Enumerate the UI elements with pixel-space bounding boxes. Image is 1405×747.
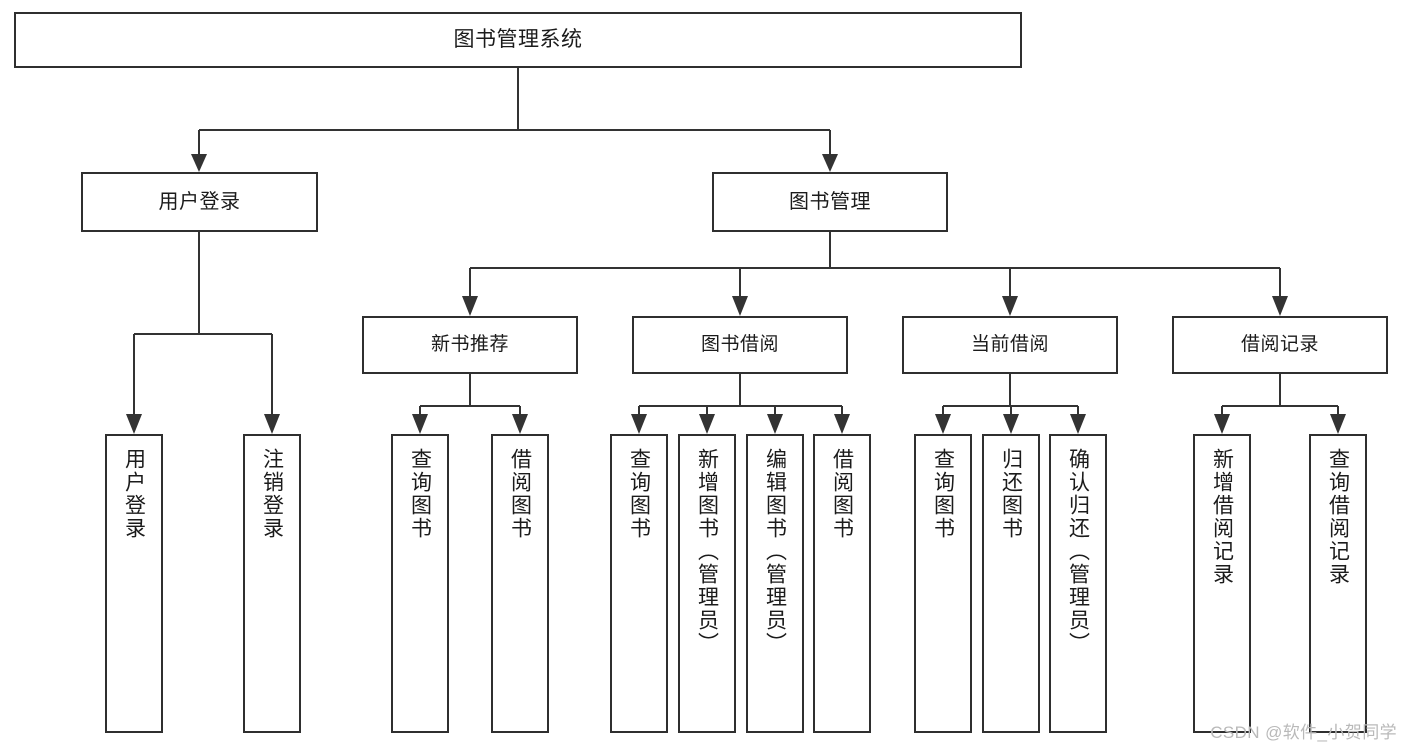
leaf-query-book-borrow[interactable]: 查询图书 — [610, 434, 668, 733]
leaf-edit-book-admin[interactable]: 编辑图书（管理员） — [746, 434, 804, 733]
arrow-head-newbook-leaf-2 — [512, 414, 528, 434]
node-borrow-record[interactable]: 借阅记录 — [1172, 316, 1388, 374]
node-label: 新书推荐 — [430, 334, 509, 356]
node-book-borrow[interactable]: 图书借阅 — [632, 316, 848, 374]
arrow-head-leaf-user-login — [126, 414, 142, 434]
leaf-user-login[interactable]: 用户登录 — [105, 434, 163, 733]
leaf-borrow-book[interactable]: 借阅图书 — [813, 434, 871, 733]
leaf-add-borrow-record[interactable]: 新增借阅记录 — [1193, 434, 1251, 733]
node-new-book-recommend[interactable]: 新书推荐 — [362, 316, 578, 374]
arrow-head-user-login — [191, 154, 207, 172]
arrow-head-bookborrow-leaf-2 — [699, 414, 715, 434]
node-label: 图书管理系统 — [453, 28, 583, 52]
node-label: 确认归还（管理员） — [1066, 448, 1090, 655]
node-user-login[interactable]: 用户登录 — [81, 172, 318, 232]
node-label: 用户登录 — [158, 190, 241, 213]
node-book-management[interactable]: 图书管理 — [712, 172, 948, 232]
node-label: 编辑图书（管理员） — [763, 448, 787, 655]
arrow-head-new-book — [462, 296, 478, 316]
node-label: 查询借阅记录 — [1326, 448, 1350, 586]
node-label: 当前借阅 — [970, 334, 1049, 356]
node-label: 归还图书 — [999, 448, 1023, 540]
leaf-query-book-recommend[interactable]: 查询图书 — [391, 434, 449, 733]
node-label: 注销登录 — [260, 448, 284, 540]
arrow-head-newbook-leaf-1 — [412, 414, 428, 434]
arrow-head-currentborrow-leaf-2 — [1003, 414, 1019, 434]
node-label: 图书借阅 — [700, 334, 779, 356]
leaf-confirm-return-admin[interactable]: 确认归还（管理员） — [1049, 434, 1107, 733]
arrow-head-current-borrow — [1002, 296, 1018, 316]
csdn-watermark: CSDN @软件_小贺同学 — [1210, 723, 1397, 742]
arrow-head-bookborrow-leaf-1 — [631, 414, 647, 434]
node-label: 借阅图书 — [508, 448, 532, 540]
node-label: 借阅记录 — [1240, 334, 1319, 356]
arrow-head-currentborrow-leaf-1 — [935, 414, 951, 434]
node-current-borrow[interactable]: 当前借阅 — [902, 316, 1118, 374]
node-label: 用户登录 — [122, 448, 146, 540]
leaf-query-book-current[interactable]: 查询图书 — [914, 434, 972, 733]
node-label: 图书管理 — [789, 190, 871, 213]
leaf-add-book-admin[interactable]: 新增图书（管理员） — [678, 434, 736, 733]
arrow-head-borrowrecord-leaf-2 — [1330, 414, 1346, 434]
arrow-head-bookborrow-leaf-4 — [834, 414, 850, 434]
node-label: 查询图书 — [627, 448, 651, 540]
arrow-head-bookborrow-leaf-3 — [767, 414, 783, 434]
arrow-head-book-borrow — [732, 296, 748, 316]
arrow-head-leaf-logout — [264, 414, 280, 434]
node-label: 新增借阅记录 — [1210, 448, 1234, 586]
node-label: 查询图书 — [931, 448, 955, 540]
node-label: 查询图书 — [408, 448, 432, 540]
node-root-system[interactable]: 图书管理系统 — [14, 12, 1022, 68]
node-label: 新增图书（管理员） — [695, 448, 719, 655]
leaf-logout[interactable]: 注销登录 — [243, 434, 301, 733]
leaf-borrow-book-recommend[interactable]: 借阅图书 — [491, 434, 549, 733]
node-label: 借阅图书 — [830, 448, 854, 540]
arrow-head-book-manage — [822, 154, 838, 172]
arrow-head-borrowrecord-leaf-1 — [1214, 414, 1230, 434]
arrow-head-currentborrow-leaf-3 — [1070, 414, 1086, 434]
leaf-return-book[interactable]: 归还图书 — [982, 434, 1040, 733]
leaf-query-borrow-record[interactable]: 查询借阅记录 — [1309, 434, 1367, 733]
arrow-head-borrow-record — [1272, 296, 1288, 316]
